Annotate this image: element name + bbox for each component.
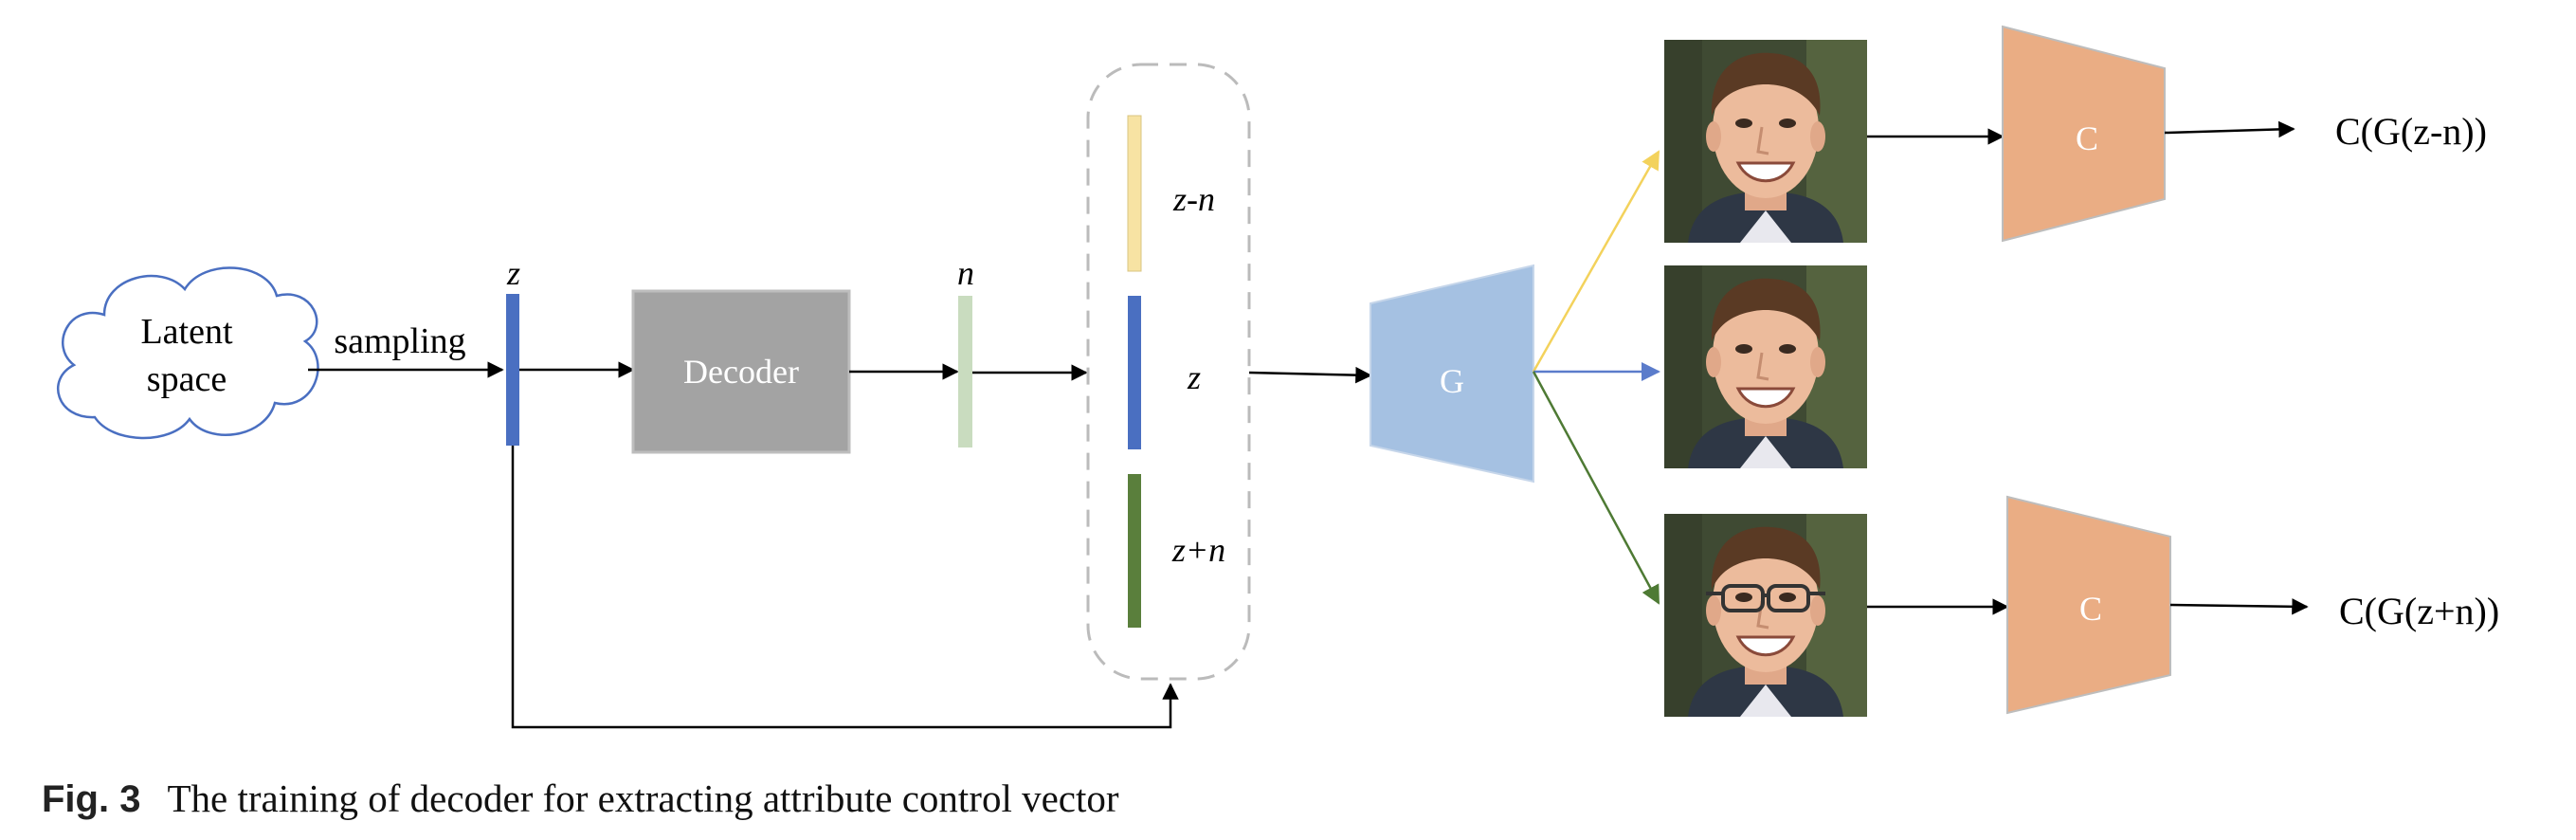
z-plus-n-vector — [1128, 474, 1141, 628]
latent-label-line2: space — [147, 359, 227, 399]
classifier-bottom-block — [2006, 495, 2171, 715]
output-bottom-label: C(G(z+n)) — [2339, 590, 2499, 632]
classifier-bottom-label: C — [2079, 590, 2102, 628]
figure-number: Fig. 3 — [42, 778, 141, 820]
caption-text: The training of decoder for extracting a… — [167, 776, 1119, 820]
generator-label: G — [1440, 362, 1464, 400]
figure-caption: Fig. 3 The training of decoder for extra… — [42, 776, 1119, 832]
face-top-image — [1662, 38, 1869, 245]
face-bottom-image — [1662, 512, 1869, 719]
z-minus-n-vector — [1127, 115, 1142, 272]
z-vector-label: z — [506, 254, 520, 292]
z-minus-n-label: z-n — [1172, 180, 1215, 218]
generator-block — [1370, 264, 1534, 484]
group-to-generator-arrow — [1248, 366, 1372, 384]
classifier-top-label: C — [2076, 119, 2098, 157]
face-middle-image — [1662, 264, 1869, 470]
latent-space-cloud — [57, 266, 319, 440]
n-vector-label: n — [957, 254, 974, 292]
z-center-label: z — [1187, 358, 1201, 396]
classifier-top-block — [2002, 25, 2166, 243]
eyeglasses-icon — [1706, 584, 1825, 612]
z-vector — [506, 294, 519, 446]
classifier-bottom-output-arrow — [2169, 598, 2309, 615]
latent-label-line1: Latent — [140, 312, 233, 352]
decoder-label: Decoder — [683, 353, 799, 391]
vector-group-box — [1086, 63, 1251, 681]
sampling-label: sampling — [334, 321, 465, 361]
n-vector — [958, 296, 972, 447]
z-plus-n-label: z+n — [1171, 531, 1225, 569]
diagram: Latent space sampling z Decoder n z-n z … — [57, 25, 2499, 729]
skip-connection-arrow — [511, 446, 1179, 729]
arrow-to-top-face — [1532, 150, 1660, 373]
decoder-block — [631, 289, 851, 454]
arrow-to-bottom-face — [1532, 371, 1660, 605]
z-center-vector — [1128, 296, 1141, 449]
output-top-label: C(G(z-n)) — [2335, 110, 2487, 153]
classifier-top-output-arrow — [2164, 120, 2295, 138]
